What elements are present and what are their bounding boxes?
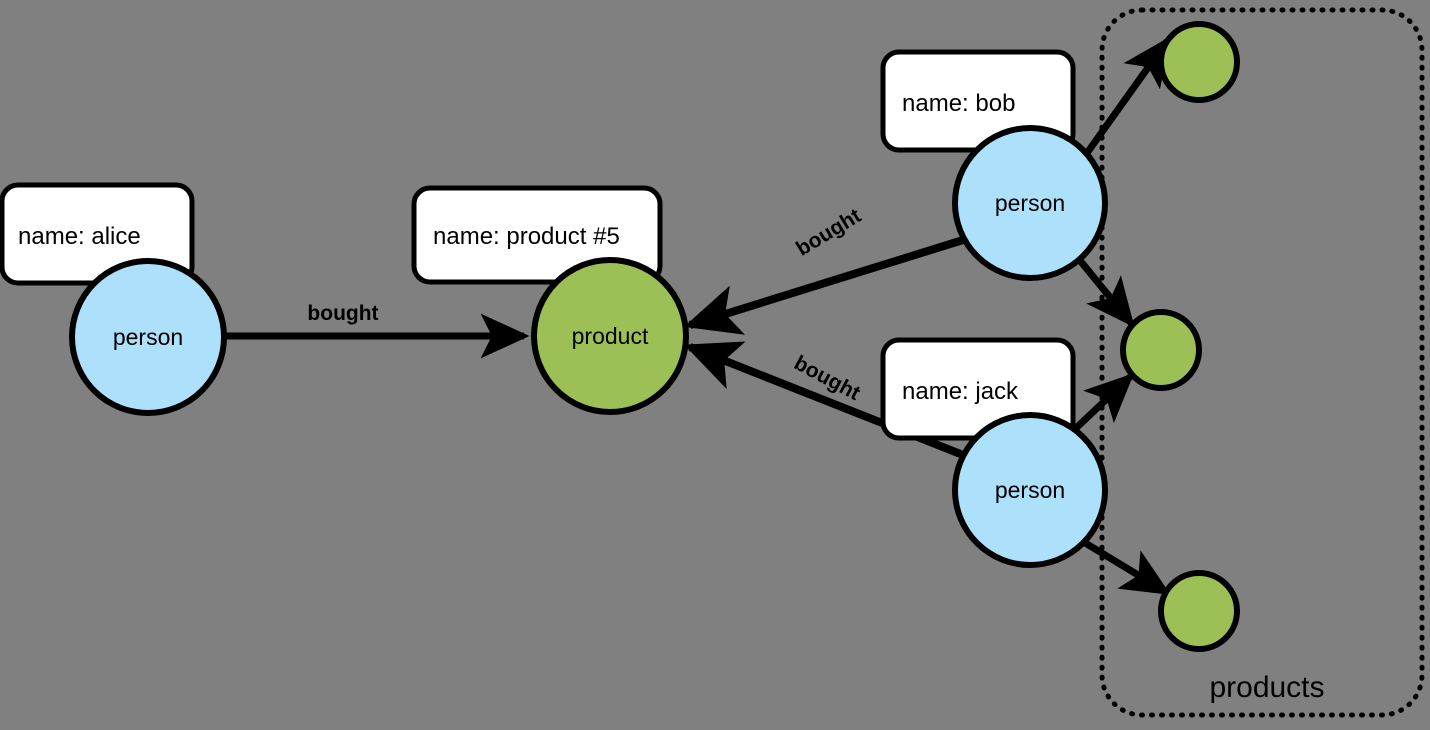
node-bob[interactable]: person [952, 125, 1108, 281]
edge-jack-to-product-middle [1071, 373, 1135, 433]
node-jack[interactable]: person [952, 412, 1108, 568]
node-product-top[interactable] [1158, 21, 1240, 103]
edge-bob-to-product-middle [1075, 255, 1135, 328]
node-jack-label: person [995, 477, 1065, 503]
edge-bob-bought-product [683, 236, 965, 335]
group-container-products [1099, 7, 1425, 718]
node-alice-circle[interactable] [69, 258, 227, 416]
edge-label-alice-bought: bought [307, 302, 378, 325]
property-box-bob-text: name: bob [902, 90, 1015, 117]
node-bob-label: person [995, 190, 1065, 216]
node-product-bottom[interactable] [1158, 570, 1240, 652]
node-product5-circle[interactable] [531, 257, 689, 415]
edge-bob-to-product-top [1084, 36, 1171, 156]
node-jack-circle[interactable] [952, 412, 1108, 568]
node-product-middle[interactable] [1120, 309, 1202, 391]
property-box-product5-text: name: product #5 [433, 223, 620, 250]
edge-jack-to-product-bottom [1075, 535, 1171, 595]
node-bob-circle[interactable] [952, 125, 1108, 281]
edge-label-bob-bought: bought [792, 204, 865, 260]
property-box-jack-text: name: jack [902, 378, 1019, 405]
node-product5-label: product [572, 323, 649, 349]
group-label-products: products [1209, 671, 1324, 704]
property-box-alice-text: name: alice [18, 223, 141, 250]
node-alice[interactable]: person [69, 258, 227, 416]
node-product5[interactable]: product [531, 257, 689, 415]
node-alice-label: person [113, 324, 183, 350]
